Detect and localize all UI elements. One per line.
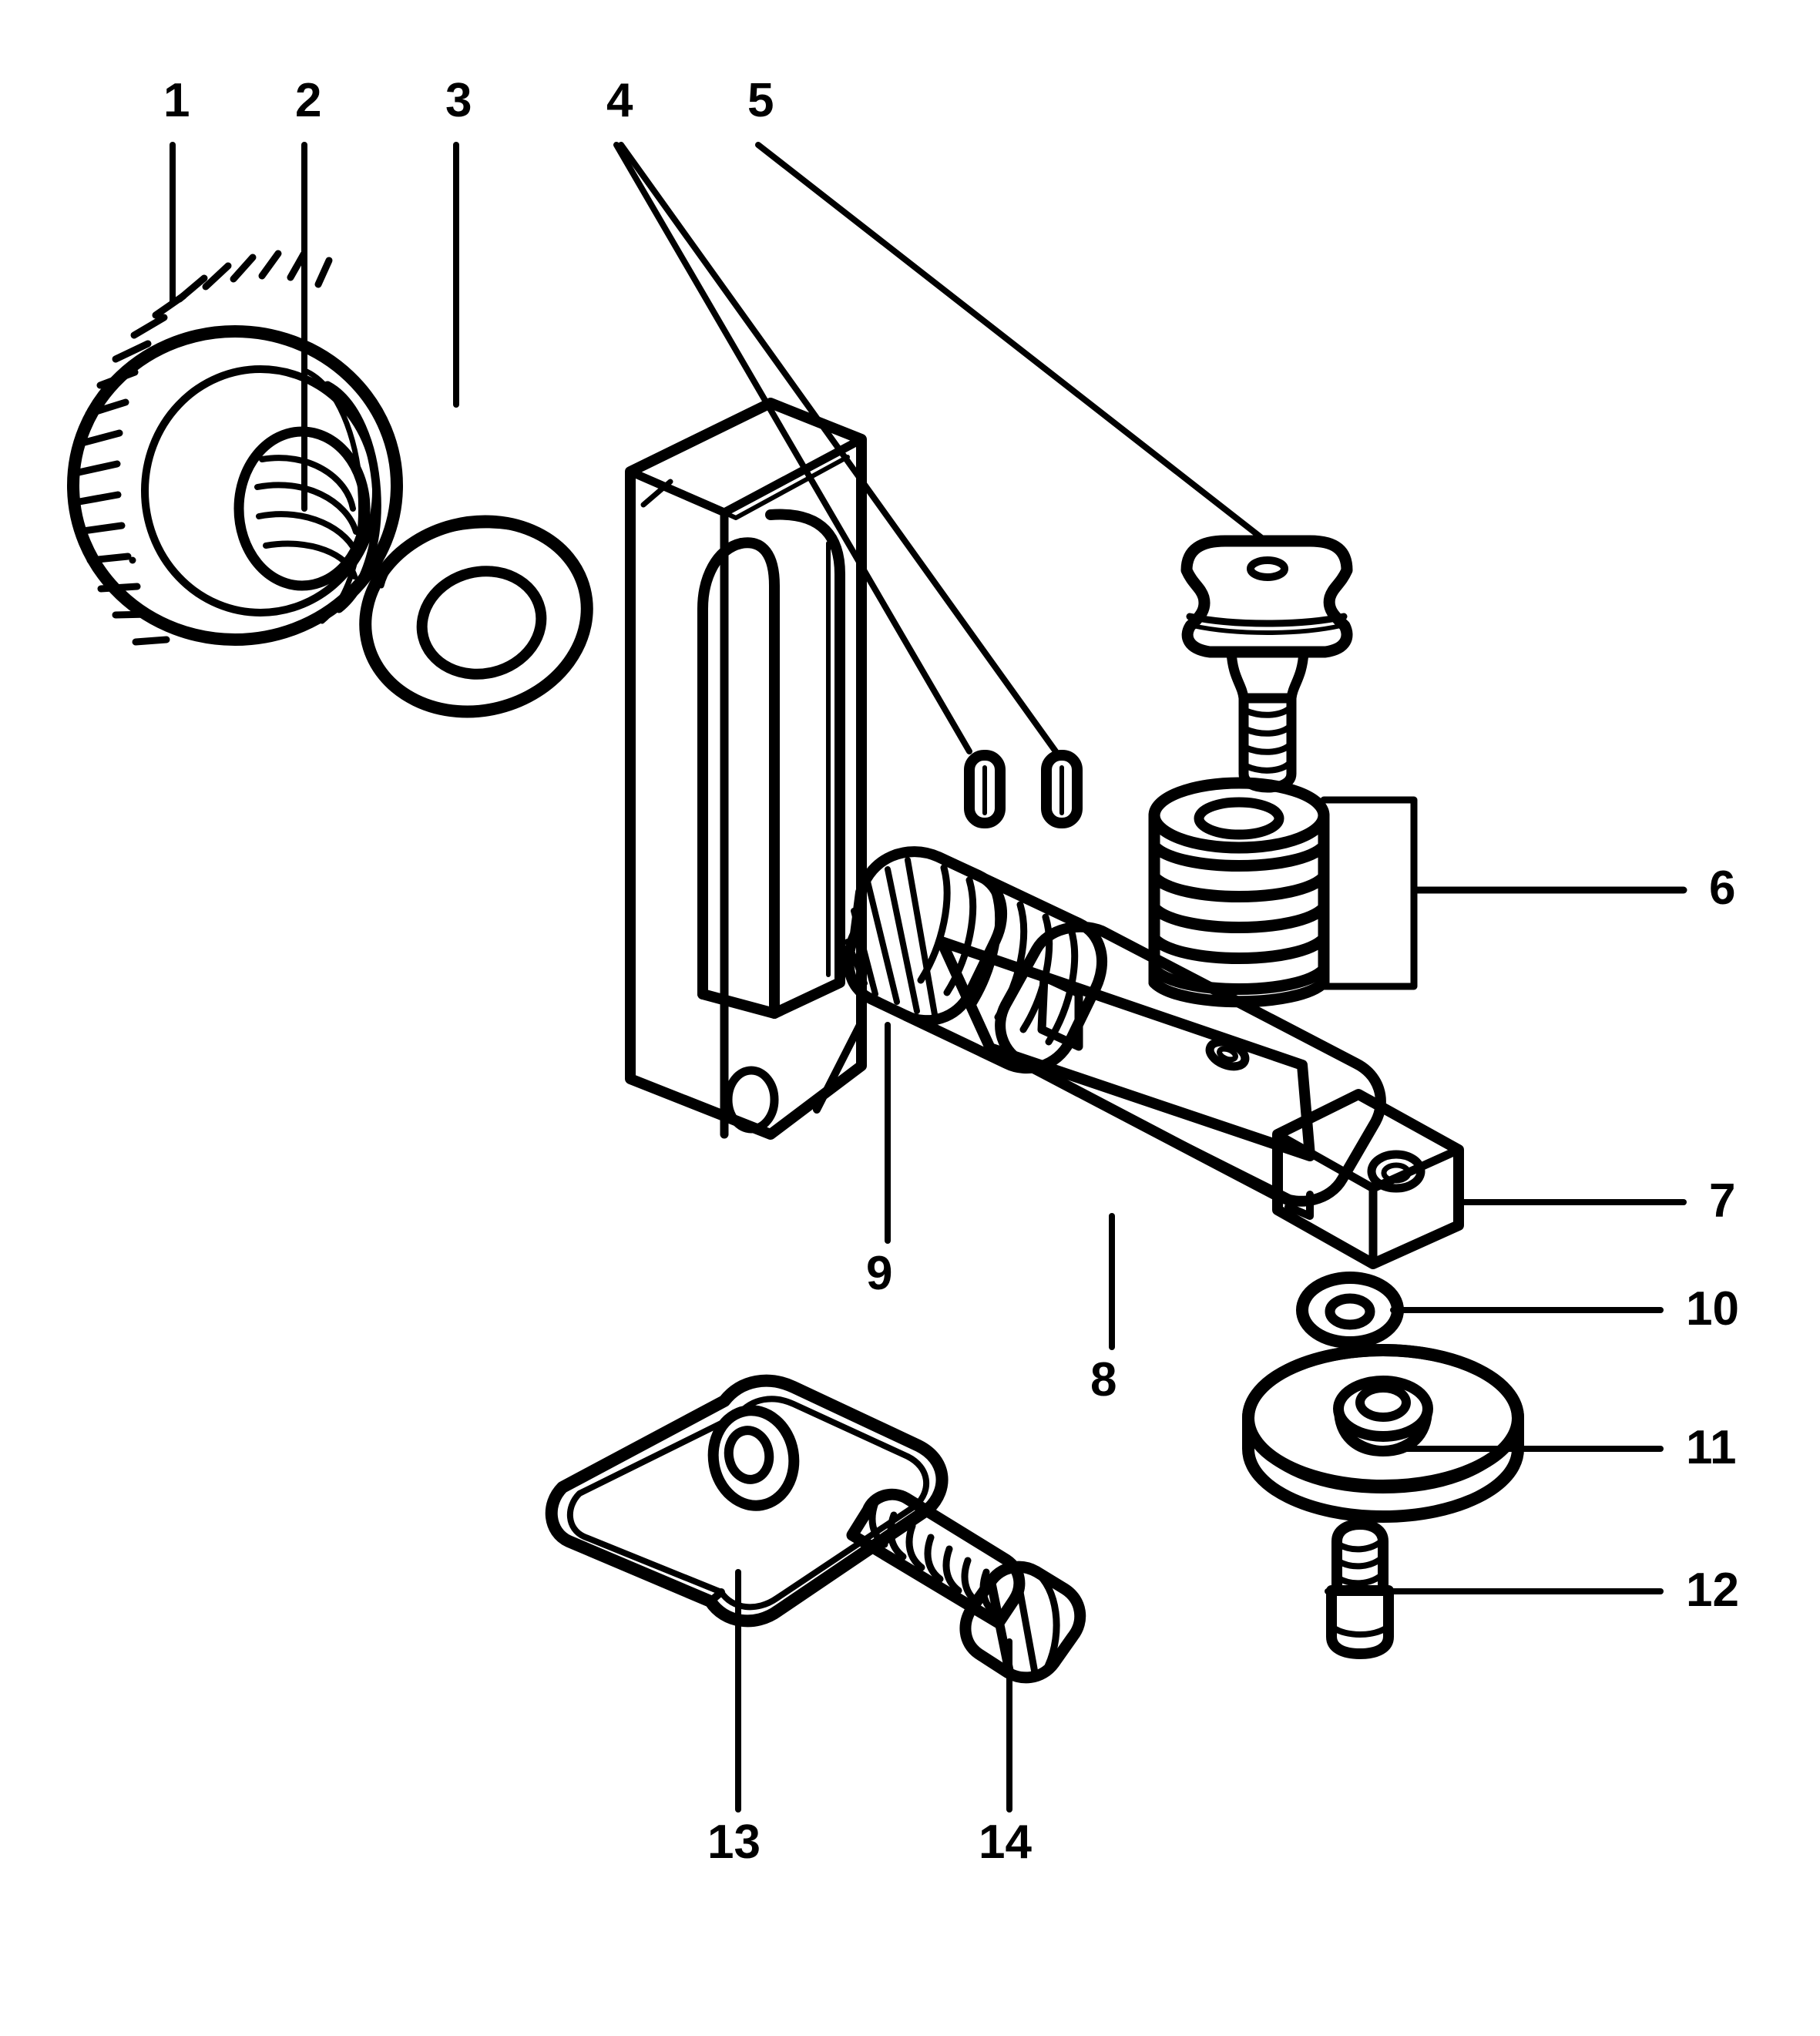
part-11-disc-pad-boss	[1242, 1344, 1524, 1523]
part-14-hex-head-bolt	[846, 1488, 1086, 1684]
part-13-triangular-clamp-plate	[545, 1374, 949, 1628]
callout-label-6: 6	[1709, 862, 1736, 915]
part-1-knurled-collar-nut	[67, 250, 403, 646]
callout-label-7: 7	[1709, 1174, 1736, 1228]
leader-lines	[170, 142, 1687, 1813]
callout-label-1: 1	[163, 74, 190, 127]
part-9-knurled-threaded-sleeve	[843, 846, 1108, 1074]
part-2-sealing-washer-ring	[359, 515, 593, 718]
callout-label-4: 4	[606, 74, 633, 127]
leader-4a	[613, 142, 972, 754]
part-4-roll-pins-pair	[964, 750, 1083, 828]
callout-label-5: 5	[747, 74, 774, 127]
callout-label-8: 8	[1090, 1353, 1117, 1406]
part-10-small-washer	[1296, 1272, 1404, 1349]
part-12-shoulder-screw	[1326, 1519, 1394, 1659]
part-7-flat-tang-lug	[1272, 1089, 1464, 1269]
callout-label-13: 13	[707, 1816, 761, 1869]
callout-label-12: 12	[1686, 1564, 1739, 1617]
callout-label-14: 14	[979, 1816, 1032, 1869]
callout-label-10: 10	[1686, 1282, 1739, 1335]
callout-label-3: 3	[445, 74, 472, 127]
part-6-compression-spring	[1148, 777, 1330, 1008]
callout-label-9: 9	[866, 1247, 893, 1300]
part-3-slotted-block-bracket	[625, 398, 867, 1140]
leader-5	[755, 142, 1267, 543]
callout-label-2: 2	[295, 74, 322, 127]
callout-label-11: 11	[1686, 1421, 1737, 1474]
